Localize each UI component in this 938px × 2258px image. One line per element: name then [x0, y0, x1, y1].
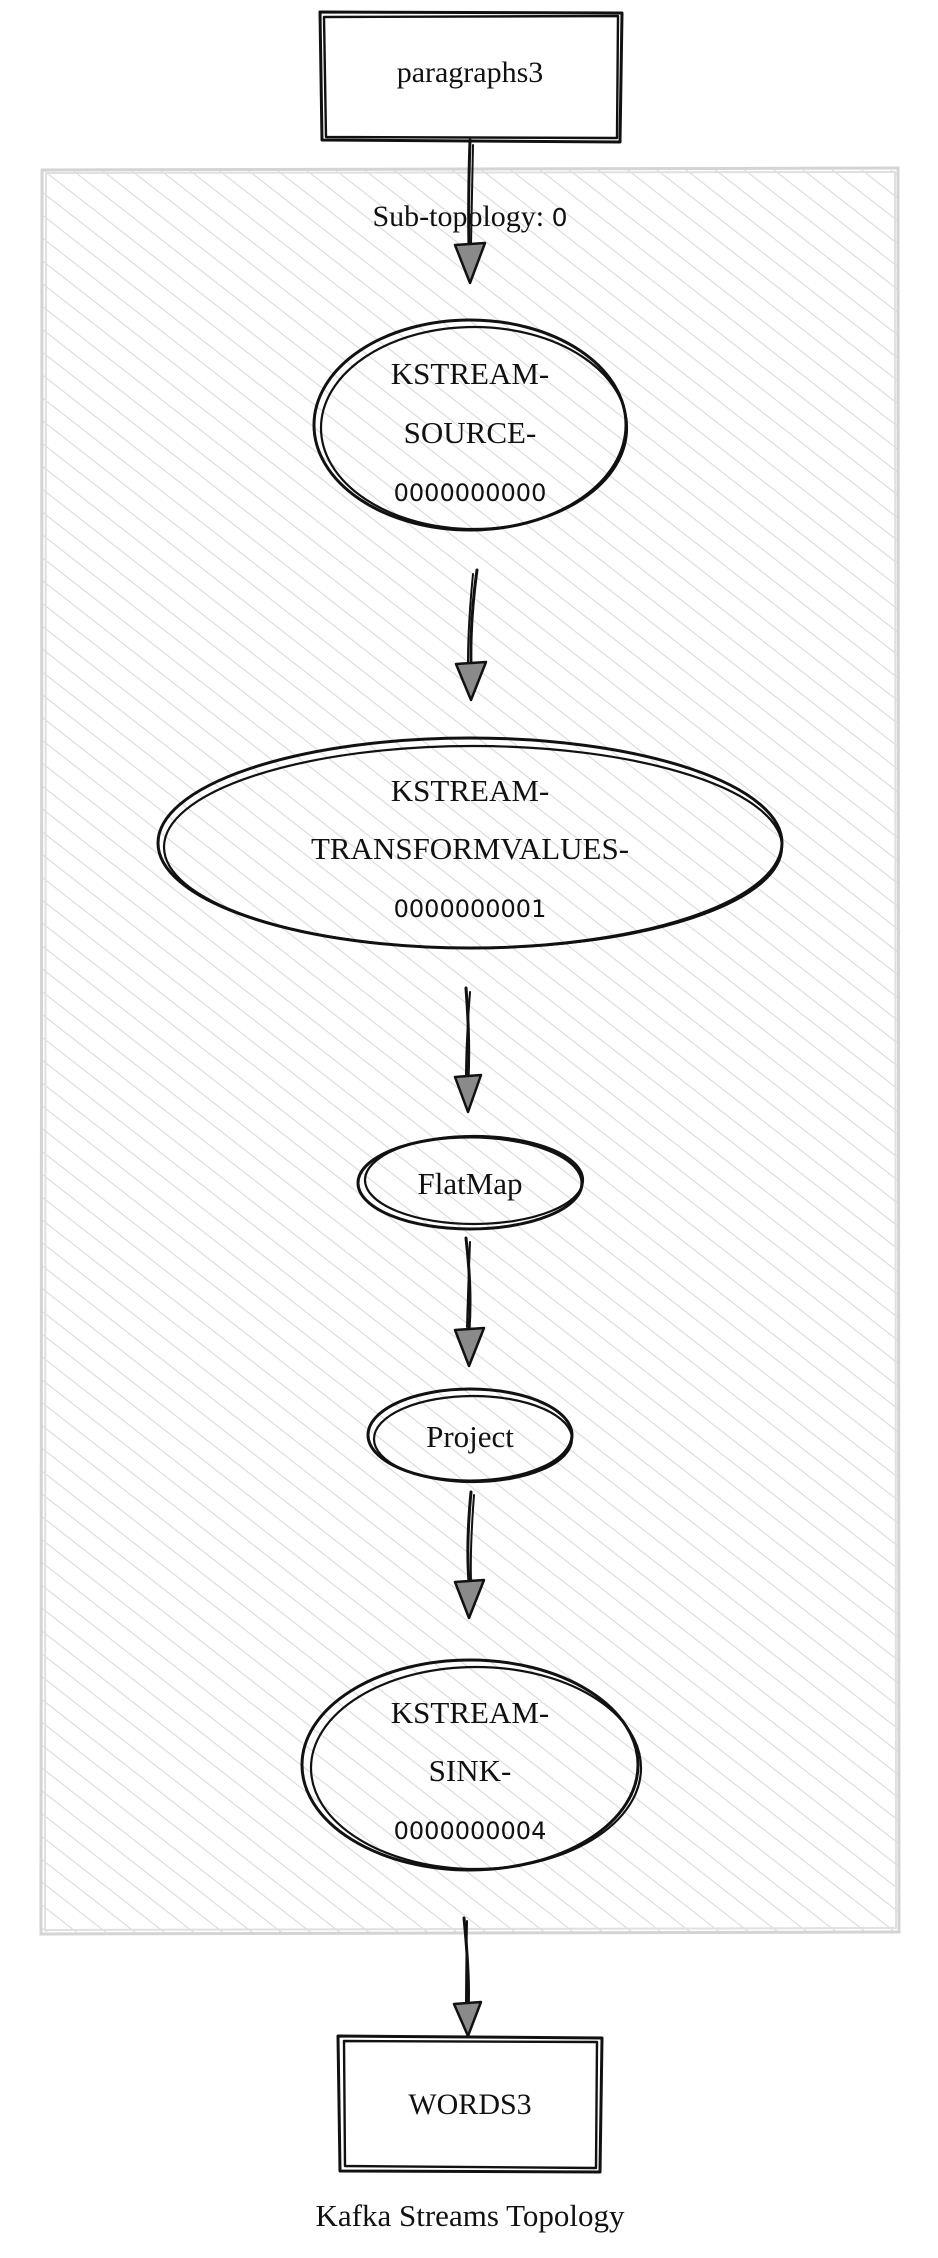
node-flatmap: FlatMap — [356, 1134, 585, 1231]
node-source-line-2: SOURCE- — [404, 415, 537, 450]
node-sink-line-3: 0000000004 — [394, 1817, 547, 1845]
node-source: KSTREAM- SOURCE- 0000000000 — [312, 318, 629, 532]
node-project-label: Project — [426, 1419, 514, 1454]
node-source-line-1: KSTREAM- — [391, 356, 549, 391]
node-sink-line-2: SINK- — [429, 1753, 512, 1788]
node-project: Project — [366, 1387, 574, 1484]
node-source-line-3: 0000000000 — [394, 479, 547, 507]
sink-topic-label: WORDS3 — [408, 2088, 531, 2121]
node-transform: KSTREAM- TRANSFORMVALUES- 0000000001 — [156, 736, 784, 950]
source-topic-label: paragraphs3 — [397, 56, 544, 89]
arrow-source-topic-to-source — [453, 138, 487, 285]
node-sink-line-1: KSTREAM- — [391, 1695, 549, 1730]
sink-topic-box: WORDS3 — [336, 2034, 604, 2174]
arrow-flatmap-to-project — [453, 1236, 486, 1368]
diagram-title: Kafka Streams Topology — [316, 2198, 625, 2233]
arrow-transform-to-flatmap — [453, 986, 483, 1114]
node-sink: KSTREAM- SINK- 0000000004 — [300, 1658, 643, 1872]
subtopology-label: Sub-topology: 0 — [372, 200, 567, 233]
node-transform-line-1: KSTREAM- — [391, 773, 549, 808]
source-topic-box: paragraphs3 — [318, 10, 624, 144]
arrow-sink-to-sink-topic — [452, 1916, 483, 2038]
node-flatmap-label: FlatMap — [417, 1166, 522, 1201]
arrow-project-to-sink — [453, 1490, 486, 1620]
node-transform-line-3: 0000000001 — [394, 895, 547, 923]
node-transform-line-2: TRANSFORMVALUES- — [311, 831, 629, 866]
arrow-source-to-transform — [454, 568, 488, 702]
